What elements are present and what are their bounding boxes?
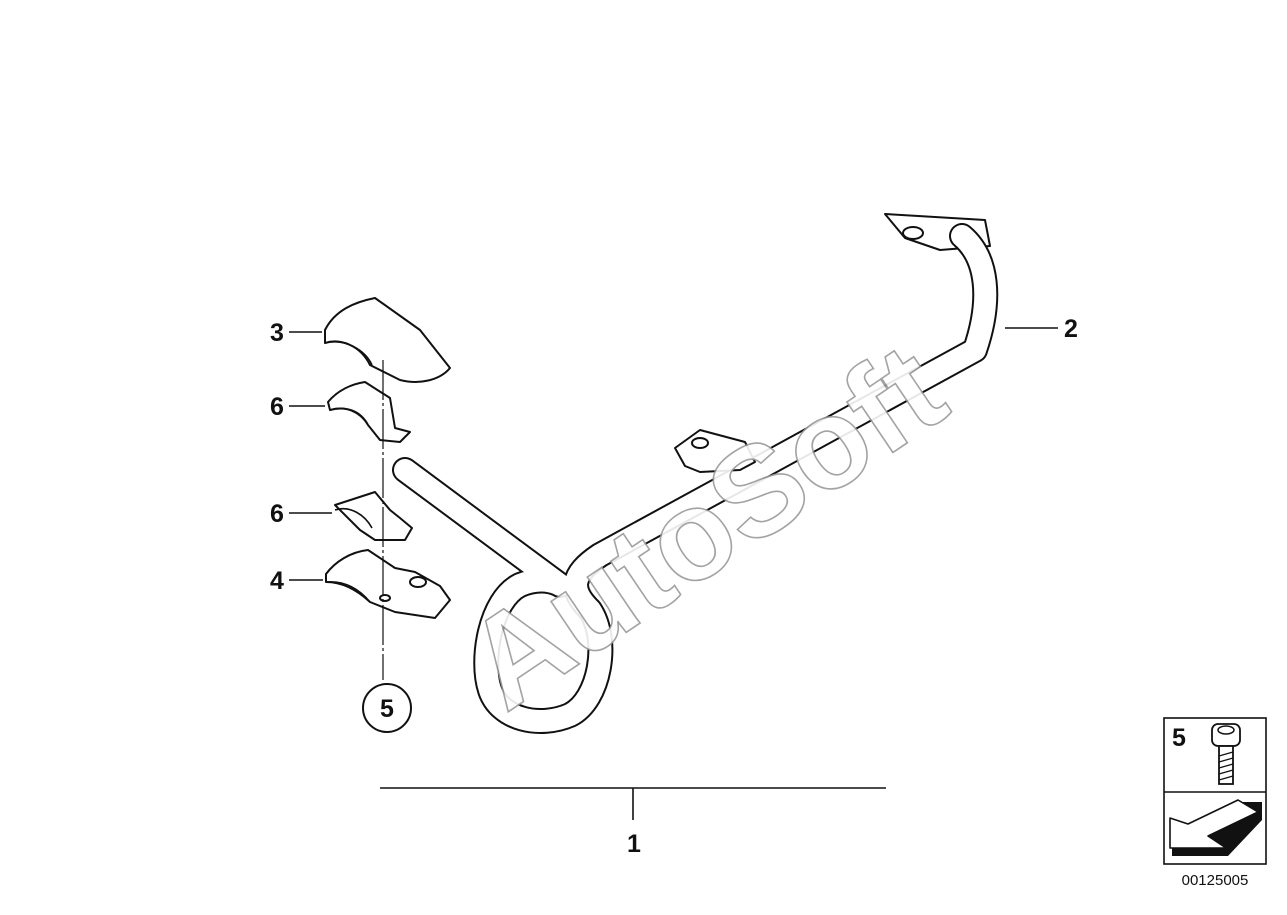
callout-4: 4 — [270, 567, 284, 595]
plate-hole-middle — [691, 437, 709, 449]
bar-assembly — [392, 213, 999, 734]
arrow-icon — [1169, 799, 1262, 856]
callout-5-circle — [362, 683, 412, 733]
upper-shell-part — [324, 297, 451, 383]
screw-icon — [1211, 723, 1241, 785]
plate-hole — [902, 226, 924, 240]
callout-2: 2 — [1064, 315, 1078, 343]
insert-lower-part — [334, 491, 413, 541]
legend-box: 5 — [1163, 717, 1267, 865]
callout-6-upper: 6 — [270, 393, 284, 421]
callout-5: 5 — [380, 695, 394, 723]
callout-3: 3 — [270, 319, 284, 347]
tube-fill — [394, 225, 997, 732]
watermark: AutoSoft — [441, 316, 969, 737]
legend-bolt-label: 5 — [1172, 724, 1186, 752]
callout-1: 1 — [627, 830, 641, 858]
callout-leaders — [289, 327, 1058, 820]
insert-upper-part — [327, 381, 411, 443]
reference-number: 00125005 — [1182, 872, 1249, 889]
callout-6-lower: 6 — [270, 500, 284, 528]
bracket-lower-part — [325, 549, 451, 619]
